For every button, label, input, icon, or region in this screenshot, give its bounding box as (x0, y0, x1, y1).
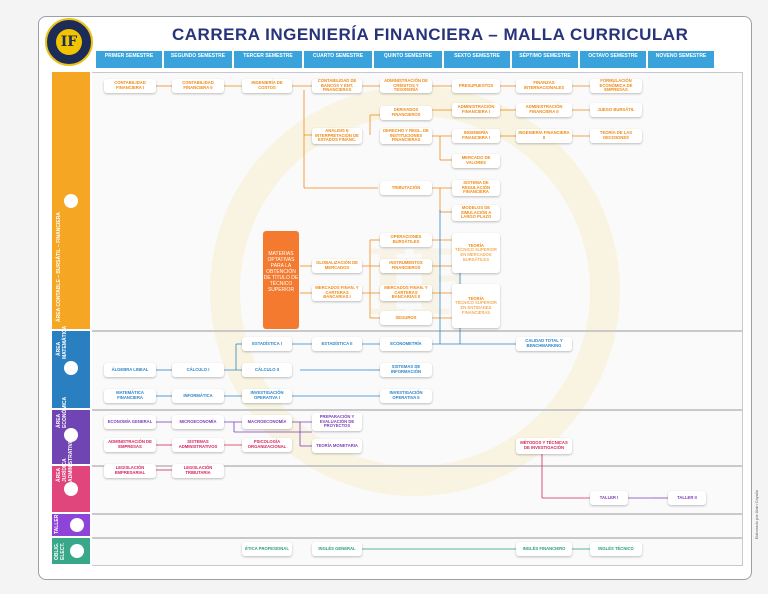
course-ingles-general[interactable]: INGLÉS GENERAL (312, 542, 362, 556)
course-legislacion-empresarial[interactable]: LEGISLACIÓN EMPRESARIAL (104, 464, 156, 478)
course-mercado-valores[interactable]: MERCADO DE VALORES (452, 154, 500, 168)
course-taller-1[interactable]: TALLER I (590, 491, 628, 505)
course-calculo-1[interactable]: CÁLCULO I (172, 363, 224, 377)
semester-1: PRIMER SEMESTRE (96, 51, 162, 68)
course-derivados-financieros[interactable]: DERIVADOS FINANCIEROS (380, 106, 432, 120)
page-title: CARRERA INGENIERÍA FINANCIERA – MALLA CU… (172, 25, 689, 44)
course-ingenieria-financiera-1[interactable]: INGENIERÍA FINANCIERA I (452, 129, 500, 143)
course-sistemas-informacion[interactable]: SISTEMAS DE INFORMACIÓN (380, 363, 432, 377)
magnifier-icon (70, 518, 84, 532)
course-analisis-estados[interactable]: ANÁLISIS E INTERPRETACIÓN DE ESTADOS FIN… (312, 128, 362, 144)
course-investigacion-operativa-1[interactable]: INVESTIGACIÓN OPERATIVA I (242, 389, 292, 403)
course-instrumentos-financieros[interactable]: INSTRUMENTOS FINANCIEROS (380, 259, 432, 273)
course-calculo-2[interactable]: CÁLCULO II (242, 363, 292, 377)
course-macroeconomia[interactable]: MACROECONOMÍA (242, 415, 292, 429)
course-contabilidad-financiera-1[interactable]: CONTABILIDAD FINANCIERA I (104, 79, 156, 93)
course-teoria-monetaria[interactable]: TEORÍA MONETARIA (312, 439, 362, 453)
course-sistema-regulacion[interactable]: SISTEMA DE REGULACIÓN FINANCIERA (452, 180, 500, 196)
course-tributacion[interactable]: TRIBUTACIÓN (380, 181, 432, 195)
optativas-box: MATERIAS OPTATIVAS PARA LA OBTENCIÓN DE … (263, 231, 299, 329)
course-juego-bursatil[interactable]: JUEGO BURSÁTIL (590, 103, 642, 117)
course-contabilidad-financiera-2[interactable]: CONTABILIDAD FINANCIERA II (172, 79, 224, 93)
course-administracion-creditos[interactable]: ADMINISTRACIÓN DE CRÉDITOS Y TESORERÍA (380, 78, 432, 93)
course-contabilidad-bancos[interactable]: CONTABILIDAD DE BANCOS Y ENT. FINANCIERA… (312, 78, 362, 93)
course-administracion-financiera-1[interactable]: ADMINISTRACIÓN FINANCIERA I (452, 103, 500, 117)
area-contable: ÁREA CONTABLE – BURSÁTIL – FINANCIERA (52, 72, 90, 329)
course-globalizacion-mercados[interactable]: GLOBALIZACIÓN DE MERCADOS (312, 259, 362, 273)
coin-icon (64, 194, 78, 208)
course-formulacion-economica[interactable]: FORMULACIÓN ECONÓMICA DE EMPRESAS (590, 78, 642, 93)
semester-8: OCTAVO SEMESTRE (580, 51, 646, 68)
band-taller (92, 514, 743, 538)
course-legislacion-tributaria[interactable]: LEGISLACIÓN TRIBUTARIA (172, 464, 224, 478)
course-ingles-tecnico[interactable]: INGLÉS TÉCNICO (590, 542, 642, 556)
course-administracion-empresas[interactable]: ADMINISTRACIÓN DE EMPRESAS (104, 438, 156, 452)
credit-note: Elaborado por Alain Cayalla (754, 490, 759, 540)
area-taller: TALLER (52, 514, 90, 536)
area-matematica: ÁREA MATEMÁTICA (52, 326, 90, 408)
lightbulb-icon (64, 361, 78, 375)
course-teoria-decisiones[interactable]: TEORÍA DE LAS DECISIONES (590, 129, 642, 143)
course-mercados-financieros-1[interactable]: MERCADOS FINAN. Y CARTERAS BANCARIAS I (312, 285, 362, 301)
course-ingenieria-financiera-2[interactable]: INGENIERÍA FINANCIERA II (516, 129, 572, 143)
course-modelos-simulacion[interactable]: MODELOS DE SIMULACIÓN A LARGO PLAZO (452, 205, 500, 221)
course-seguros[interactable]: SEGUROS (380, 311, 432, 325)
semester-5: QUINTO SEMESTRE (374, 51, 442, 68)
semester-2: SEGUNDO SEMESTRE (164, 51, 232, 68)
course-informatica[interactable]: INFORMÁTICA (172, 389, 224, 403)
course-presupuestos[interactable]: PRESUPUESTOS (452, 79, 500, 93)
course-investigacion-operativa-2[interactable]: INVESTIGACIÓN OPERATIVA II (380, 389, 432, 403)
area-economica: ÁREA ECONÓMICA (52, 397, 90, 464)
course-sistemas-administrativos[interactable]: SISTEMAS ADMINISTRATIVOS (172, 438, 224, 452)
semester-7: SÉPTIMO SEMESTRE (512, 51, 578, 68)
course-operaciones-bursatiles[interactable]: OPERACIONES BURSÁTILES (380, 233, 432, 247)
course-taller-2[interactable]: TALLER II (668, 491, 706, 505)
course-preparacion-proyectos[interactable]: PREPARACIÓN Y EVALUACIÓN DE PROYECTOS (312, 413, 362, 431)
scales-icon (64, 482, 78, 496)
course-economia-general[interactable]: ECONOMÍA GENERAL (104, 415, 156, 429)
bar-chart-icon (64, 428, 78, 442)
logo: IF (45, 18, 93, 66)
course-microeconomia[interactable]: MICROECONOMÍA (172, 415, 224, 429)
course-calidad-total[interactable]: CALIDAD TOTAL Y BENCHMARKING (516, 337, 572, 351)
course-metodos-investigacion[interactable]: MÉTODOS Y TÉCNICAS DE INVESTIGACIÓN (516, 438, 572, 454)
course-etica-profesional[interactable]: ÉTICA PROFESIONAL (242, 542, 292, 556)
course-finanzas-internacionales[interactable]: FINANZAS INTERNACIONALES (516, 79, 572, 93)
course-estadistica-2[interactable]: ESTADÍSTICA II (312, 337, 362, 351)
course-ingenieria-costos[interactable]: INGENIERÍA DE COSTOS (242, 79, 292, 93)
area-juridica: ÁREA JURÍDICA ADMINISTRATIVA (52, 440, 90, 512)
course-estadistica-1[interactable]: ESTADÍSTICA I (242, 337, 292, 351)
semester-9: NOVENO SEMESTRE (648, 51, 714, 68)
course-psicologia-organizacional[interactable]: PSICOLOGÍA ORGANIZACIONAL (242, 438, 292, 452)
course-derecho-instituciones[interactable]: DERECHO Y REGL. DE INSTITUCIONES FINANCI… (380, 128, 432, 144)
course-econometria[interactable]: ECONOMETRÍA (380, 337, 432, 351)
network-icon (70, 544, 84, 558)
course-matematica-financiera[interactable]: MATEMÁTICA FINANCIERA (104, 389, 156, 403)
semester-6: SEXTO SEMESTRE (444, 51, 510, 68)
course-algebra-lineal[interactable]: ÁLGEBRA LINEAL (104, 363, 156, 377)
course-ingles-financiero[interactable]: INGLÉS FINANCIERO (516, 542, 572, 556)
course-mercados-financieros-2[interactable]: MERCADOS FINAN. Y CARTERAS BANCARIAS II (380, 285, 432, 301)
semester-4: CUARTO SEMESTRE (304, 51, 372, 68)
course-administracion-financiera-2[interactable]: ADMINISTRACIÓN FINANCIERA II (516, 103, 572, 117)
area-obligatorias: OBLIG. ELECT. (52, 538, 90, 564)
semester-3: TERCER SEMESTRE (234, 51, 302, 68)
